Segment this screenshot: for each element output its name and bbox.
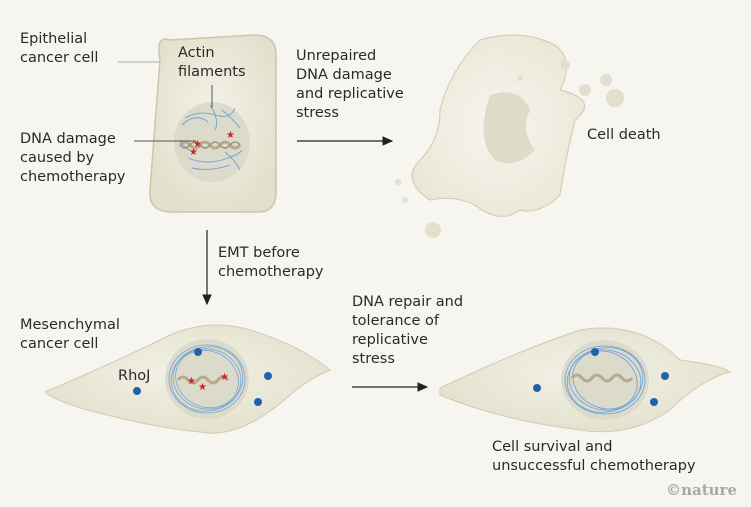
svg-text:★: ★ [226,130,235,141]
rhoj-dots [133,348,272,406]
label-dna-damage: DNA damage caused by chemotherapy [20,131,126,185]
svg-text:★: ★ [193,139,202,150]
nucleus [174,102,250,182]
svg-text:★: ★ [187,376,196,387]
label-rhoj: RhoJ [118,368,151,384]
label-dna-repair: DNA repair and tolerance of replicative … [352,294,464,367]
svg-text:★: ★ [198,382,207,393]
label-mesenchymal-cell: Mesenchymal cancer cell [20,317,120,352]
damage-stars: ★ ★ ★ [189,130,235,158]
epithelial-cell: ★ ★ ★ [118,34,277,213]
surviving-cell [439,327,732,433]
mesenchymal-cell: ★★★ [44,324,331,434]
nature-credit: ©nature [666,481,737,499]
dead-cell [395,34,624,238]
label-cell-death: Cell death [587,127,661,143]
svg-text:★: ★ [189,147,198,158]
label-cell-survival: Cell survival and unsuccessful chemother… [492,439,696,474]
label-actin-filaments: Actin filaments [178,45,246,80]
label-emt: EMT before chemotherapy [218,245,324,280]
svg-text:★: ★ [220,372,229,383]
actin-filaments [179,104,243,171]
label-unrepaired: Unrepaired DNA damage and replicative st… [296,48,404,121]
label-epithelial-cell: Epithelial cancer cell [20,31,99,66]
